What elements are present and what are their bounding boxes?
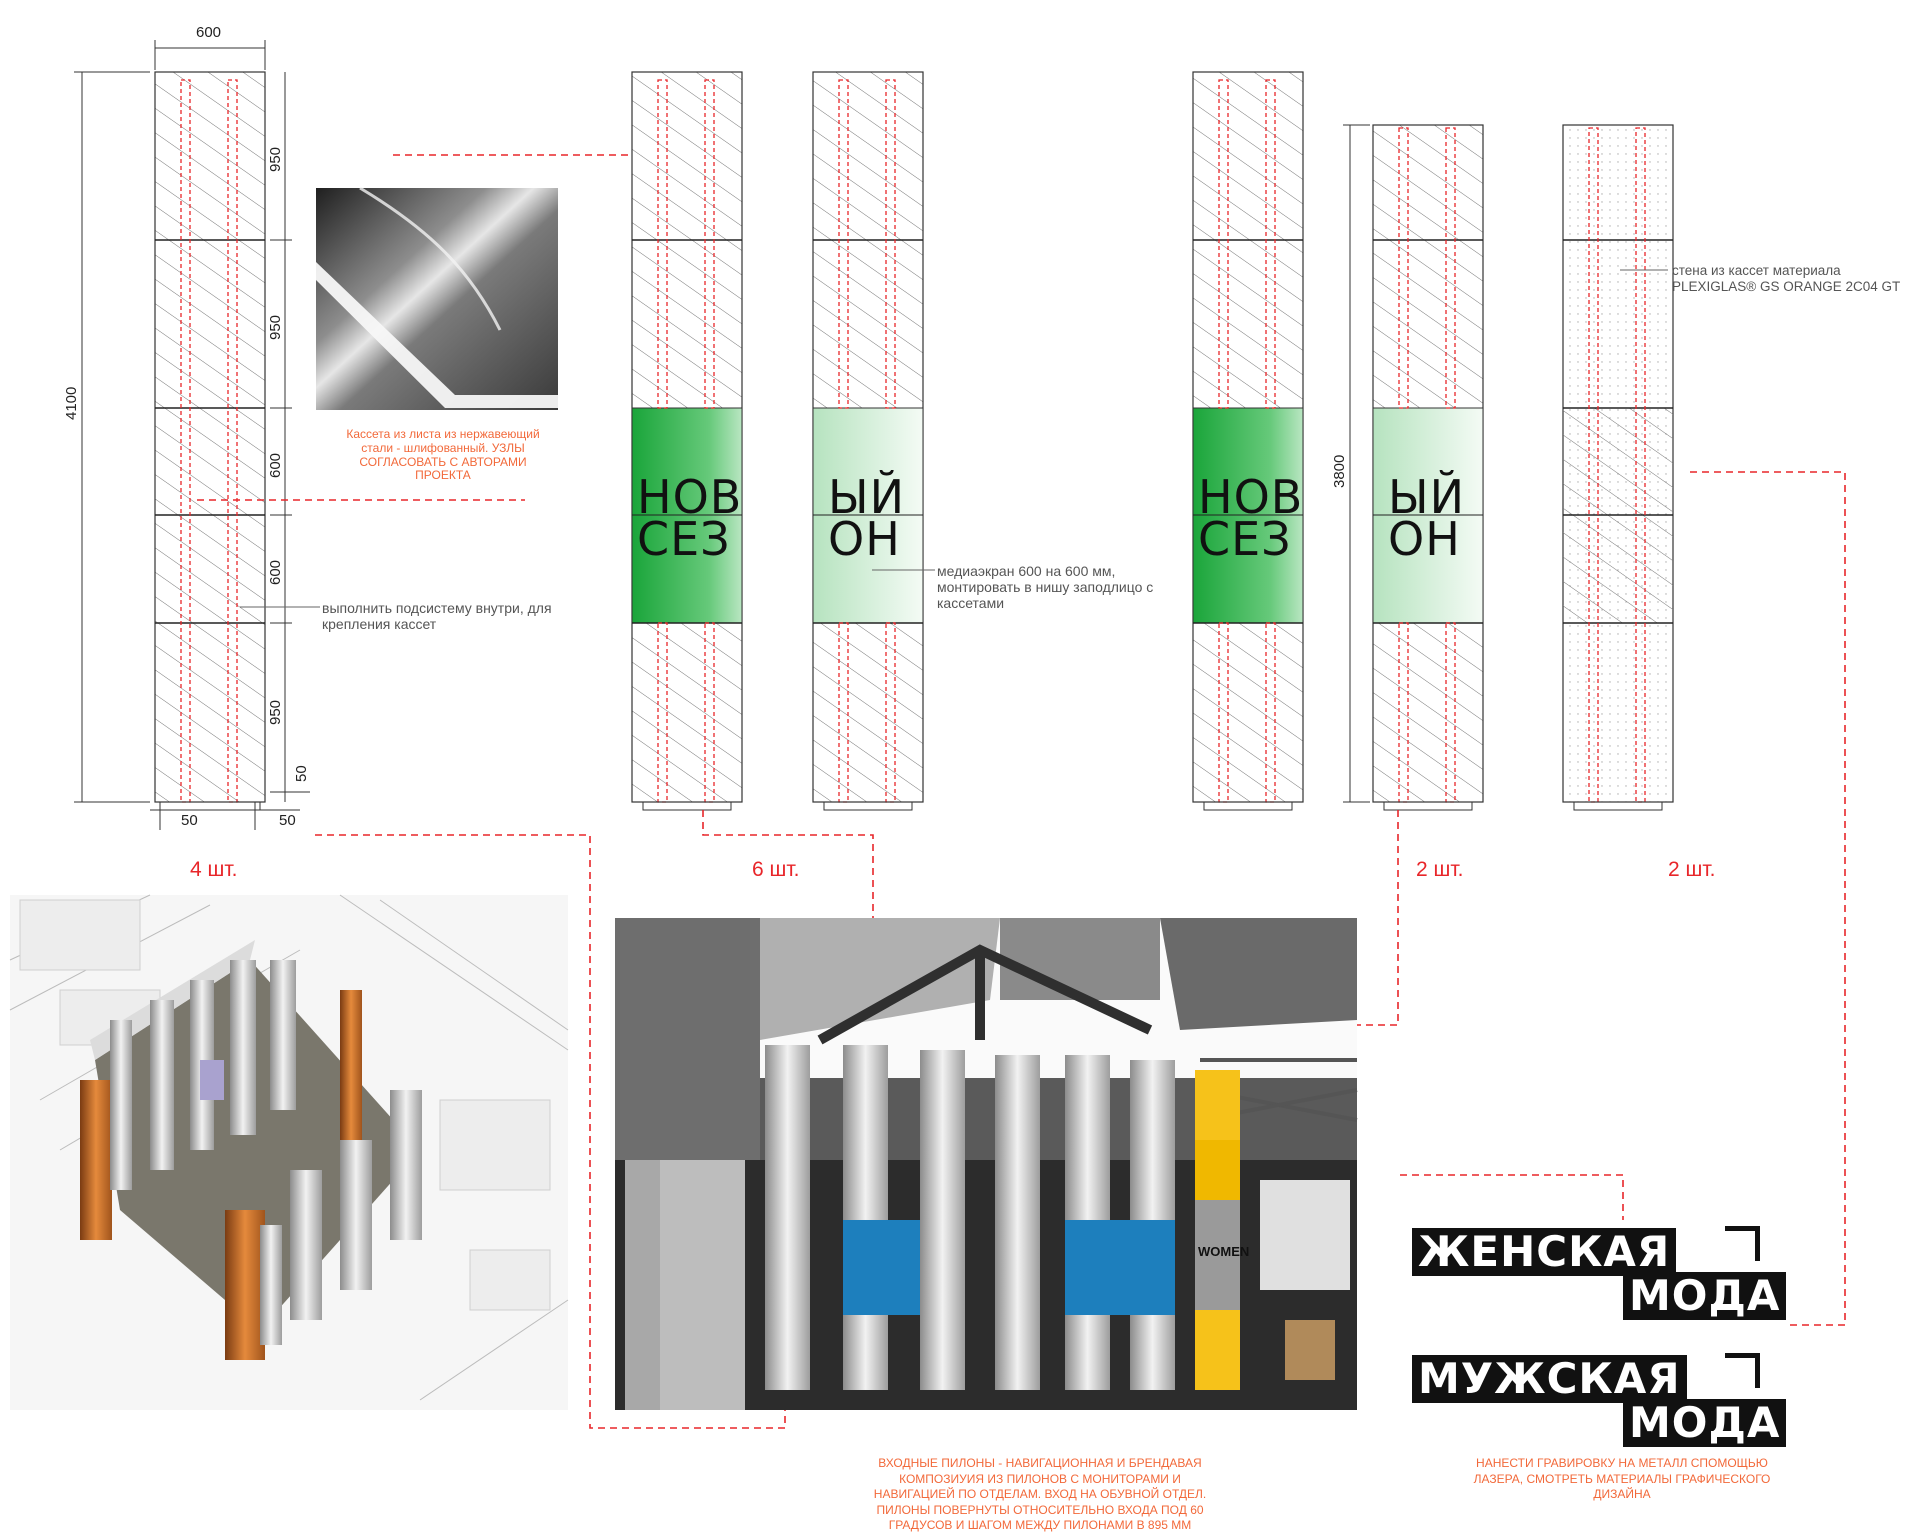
segment-dim-1: 950 <box>267 146 284 172</box>
engraving-note: НАНЕСТИ ГРАВИРОВКУ НА МЕТАЛЛ СПОМОЩЬЮ ЛА… <box>1473 1456 1771 1502</box>
bottom-dim-right: 50 <box>279 812 296 829</box>
pylon-media-b <box>812 71 924 811</box>
media-screen-note: медиаэкран 600 на 600 мм, монтировать в … <box>937 563 1154 612</box>
quantity-pylon-4: 2 шт. <box>1668 858 1716 881</box>
subsystem-note: выполнить подсистему внутри, для креплен… <box>322 600 552 633</box>
plinth-dimension: 50 <box>293 765 310 782</box>
brand-women-corner-icon <box>1725 1226 1760 1261</box>
screen-text-a1: НОВ <box>637 470 743 524</box>
render-sign-women: WOMEN <box>1198 1244 1250 1259</box>
quantity-pylon-2: 6 шт. <box>752 858 800 881</box>
brand-men-line2: МОДА <box>1623 1399 1787 1447</box>
screen-text-c2: СЕЗ <box>1198 512 1292 566</box>
screen-text-a2: СЕЗ <box>637 512 731 566</box>
leader-lines <box>240 269 1668 608</box>
steel-sample-photo <box>316 186 558 410</box>
segment-dim-5: 950 <box>267 699 284 725</box>
entrance-pylons-note: ВХОДНЫЕ ПИЛОНЫ - НАВИГАЦИОННАЯ И БРЕНДАВ… <box>873 1456 1207 1533</box>
overall-height-dimension: 4100 <box>63 386 80 420</box>
pylon-media-d <box>1343 124 1484 811</box>
segment-dim-3: 600 <box>267 452 284 478</box>
short-height-dimension: 3800 <box>1331 454 1348 488</box>
segment-dim-2: 950 <box>267 314 284 340</box>
pylon-media-c <box>1192 71 1304 811</box>
segment-dim-4: 600 <box>267 559 284 585</box>
screen-text-b1: ЫЙ <box>828 470 905 524</box>
pylon-media-a <box>631 71 743 811</box>
pylon-plexiglass <box>1562 124 1674 811</box>
isometric-render <box>9 894 569 1410</box>
plexiglass-note: стена из кассет материала PLEXIGLAS® GS … <box>1672 263 1901 294</box>
brand-women-line1: ЖЕНСКАЯ <box>1412 1228 1677 1276</box>
screen-text-b2: ОН <box>828 512 901 566</box>
screen-text-c1: НОВ <box>1198 470 1304 524</box>
brand-women-line2: МОДА <box>1623 1272 1787 1320</box>
steel-cassette-note: Кассета из листа из нержавеющий стали - … <box>346 427 540 483</box>
quantity-pylon-3: 2 шт. <box>1416 858 1464 881</box>
screen-text-d1: ЫЙ <box>1388 470 1465 524</box>
brand-men-corner-icon <box>1725 1353 1760 1388</box>
screen-text-d2: ОН <box>1388 512 1461 566</box>
quantity-pylon-1: 4 шт. <box>190 858 238 881</box>
brand-men-line1: МУЖСКАЯ <box>1412 1355 1687 1403</box>
pylon-dimensioned <box>74 40 310 830</box>
bottom-dim-left: 50 <box>181 812 198 829</box>
perspective-render <box>615 918 1358 1410</box>
width-dimension: 600 <box>196 24 222 41</box>
